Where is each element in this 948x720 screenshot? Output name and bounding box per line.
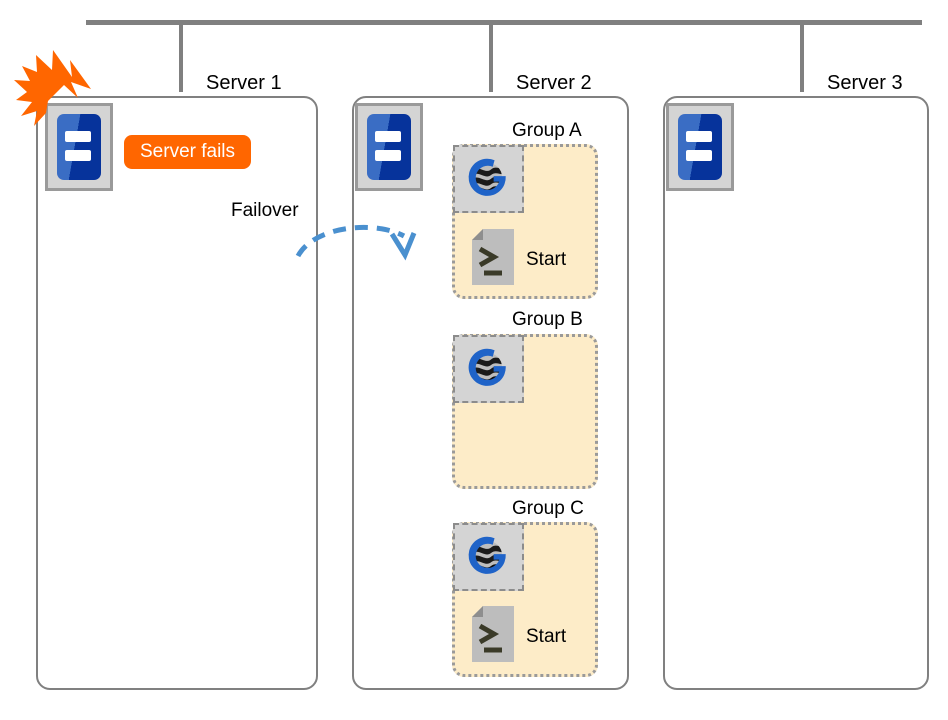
server-label-server-1: Server 1 [206,72,282,94]
server-bay [686,131,712,142]
network-drop-server-1 [179,22,183,92]
server-label-server-2: Server 2 [516,72,592,94]
failover-arrow-icon [292,212,424,264]
script-file-icon [470,605,516,668]
cluster-logo-icon [463,341,515,398]
cluster-logo-tile-group-c [453,523,524,591]
server-bay [375,150,401,161]
server-icon-server-3 [666,103,734,191]
cluster-logo-tile-group-b [453,335,524,403]
server-bay [65,150,91,161]
server-chassis [57,114,101,180]
network-drop-server-2 [489,22,493,92]
server-chassis [678,114,722,180]
cluster-logo-icon [463,151,515,208]
cluster-logo-tile-group-a [453,145,524,213]
group-title-group-b: Group B [512,309,583,330]
server-panel-server-1 [36,96,318,690]
group-title-group-a: Group A [512,120,582,141]
group-title-group-c: Group C [512,498,584,519]
server-bay [65,131,91,142]
failover-label: Failover [231,200,299,221]
server-panel-server-3 [663,96,929,690]
server-icon-server-1 [45,103,113,191]
script-label-group-a: Start [526,248,567,270]
network-bus-line [86,20,922,25]
script-row-group-a: Start [470,228,566,291]
server-icon-server-2 [355,103,423,191]
server-chassis [367,114,411,180]
burst-icon [8,44,100,130]
script-file-icon [470,228,516,291]
script-row-group-c: Start [470,605,566,668]
cluster-logo-icon [463,529,515,586]
script-label-group-c: Start [526,625,567,647]
status-badge-server-fails: Server fails [124,135,252,169]
server-bay [375,131,401,142]
network-drop-server-3 [800,22,804,92]
server-label-server-3: Server 3 [827,72,903,94]
server-bay [686,150,712,161]
